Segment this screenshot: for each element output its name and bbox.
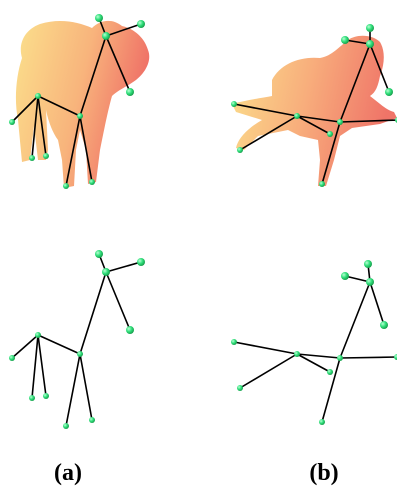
bone-a-bottom-7 <box>12 335 38 358</box>
joint-b-bottom-1 <box>341 272 349 280</box>
joint-a-top-7 <box>35 93 41 99</box>
joint-a-top-8 <box>9 119 15 125</box>
panel-b-caption: (b) <box>294 460 354 487</box>
joint-b-top-10 <box>327 131 333 137</box>
joint-a-top-1 <box>137 20 145 28</box>
bone-a-bottom-6 <box>38 335 80 354</box>
joint-b-bottom-2 <box>366 278 374 286</box>
bone-b-bottom-7 <box>234 342 297 354</box>
joint-b-top-0 <box>366 24 374 32</box>
bone-a-bottom-4 <box>66 354 80 426</box>
joint-b-top-4 <box>337 119 343 125</box>
bone-a-bottom-8 <box>32 335 38 398</box>
joint-a-bottom-6 <box>89 417 95 423</box>
panel-a-caption: (a) <box>38 460 98 487</box>
joint-b-top-2 <box>366 40 374 48</box>
animal-silhouette-b <box>232 36 397 186</box>
joint-a-bottom-7 <box>35 332 41 338</box>
animal-silhouette-a <box>16 21 149 188</box>
joint-a-top-4 <box>77 113 83 119</box>
joint-a-bottom-3 <box>126 326 134 334</box>
joint-a-bottom-2 <box>102 268 110 276</box>
bone-a-bottom-5 <box>80 354 92 420</box>
bone-a-bottom-1 <box>106 262 141 272</box>
joint-b-bottom-10 <box>327 369 333 375</box>
joint-a-top-0 <box>95 14 103 22</box>
bone-a-bottom-3 <box>80 272 106 354</box>
joint-b-bottom-0 <box>364 260 372 268</box>
joint-b-top-1 <box>341 36 349 44</box>
bone-b-bottom-5 <box>340 357 397 358</box>
joint-a-top-2 <box>102 32 110 40</box>
joint-a-bottom-9 <box>29 395 35 401</box>
joint-b-bottom-3 <box>380 321 388 329</box>
joint-a-bottom-4 <box>77 351 83 357</box>
joint-a-top-9 <box>29 155 35 161</box>
joint-b-top-7 <box>294 113 300 119</box>
joint-a-bottom-8 <box>9 355 15 361</box>
joint-b-top-9 <box>237 147 243 153</box>
joint-b-bottom-8 <box>231 339 237 345</box>
bone-a-bottom-9 <box>38 335 46 396</box>
joint-a-bottom-0 <box>95 250 103 258</box>
joint-b-bottom-5 <box>319 419 325 425</box>
joint-b-bottom-9 <box>237 385 243 391</box>
joint-a-top-6 <box>89 179 95 185</box>
joint-a-bottom-1 <box>137 258 145 266</box>
joint-b-top-3 <box>385 88 393 96</box>
joint-a-top-10 <box>43 153 49 159</box>
joint-a-top-5 <box>63 183 69 189</box>
bone-a-bottom-2 <box>106 272 130 330</box>
bone-b-bottom-2 <box>370 282 384 325</box>
bone-b-bottom-8 <box>240 354 297 388</box>
bone-b-bottom-4 <box>322 358 340 422</box>
joint-b-top-5 <box>319 181 325 187</box>
joint-a-top-3 <box>126 88 134 96</box>
joint-a-bottom-10 <box>43 393 49 399</box>
joint-b-bottom-4 <box>337 355 343 361</box>
joint-a-bottom-5 <box>63 423 69 429</box>
joint-b-top-8 <box>231 101 237 107</box>
bone-b-bottom-3 <box>340 282 370 358</box>
joint-b-bottom-7 <box>294 351 300 357</box>
